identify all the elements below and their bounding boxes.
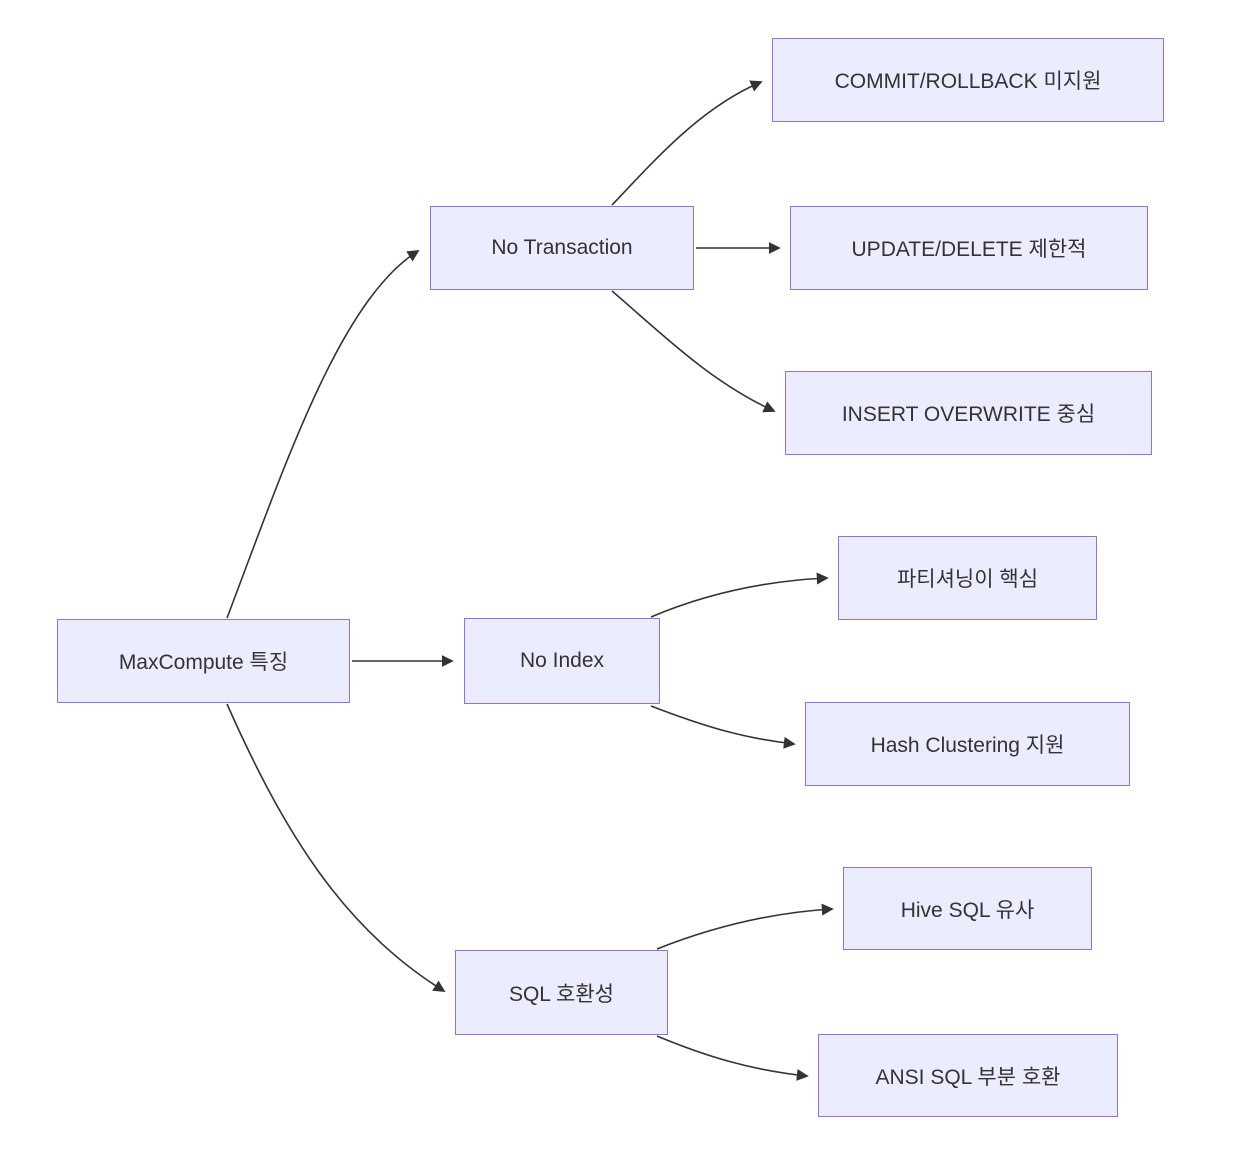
edge-no-index-to-hash [650,705,796,749]
node-hash-clustering-support: Hash Clustering 지원 [805,702,1130,786]
node-hive-sql-similar: Hive SQL 유사 [843,867,1092,950]
node-commit-rollback-unsupported: COMMIT/ROLLBACK 미지원 [772,38,1164,122]
node-sql-compatibility: SQL 호환성 [455,950,668,1035]
node-partitioning-key: 파티셔닝이 핵심 [838,536,1097,620]
edge-root-to-sql-compat [226,703,446,992]
edge-no-transaction-to-commit [611,80,763,206]
edge-root-to-no-transaction [226,250,420,619]
node-maxcompute-root: MaxCompute 특징 [57,619,350,703]
node-no-transaction: No Transaction [430,206,694,290]
edge-sql-compat-to-ansi [656,1035,809,1081]
node-no-index: No Index [464,618,660,704]
node-update-delete-limited: UPDATE/DELETE 제한적 [790,206,1148,290]
node-ansi-sql-partial: ANSI SQL 부분 호환 [818,1034,1118,1117]
node-insert-overwrite-centric: INSERT OVERWRITE 중심 [785,371,1152,455]
edge-no-index-to-partitioning [650,572,829,618]
edge-sql-compat-to-hive [656,903,834,950]
edge-no-transaction-to-insert [611,290,776,413]
